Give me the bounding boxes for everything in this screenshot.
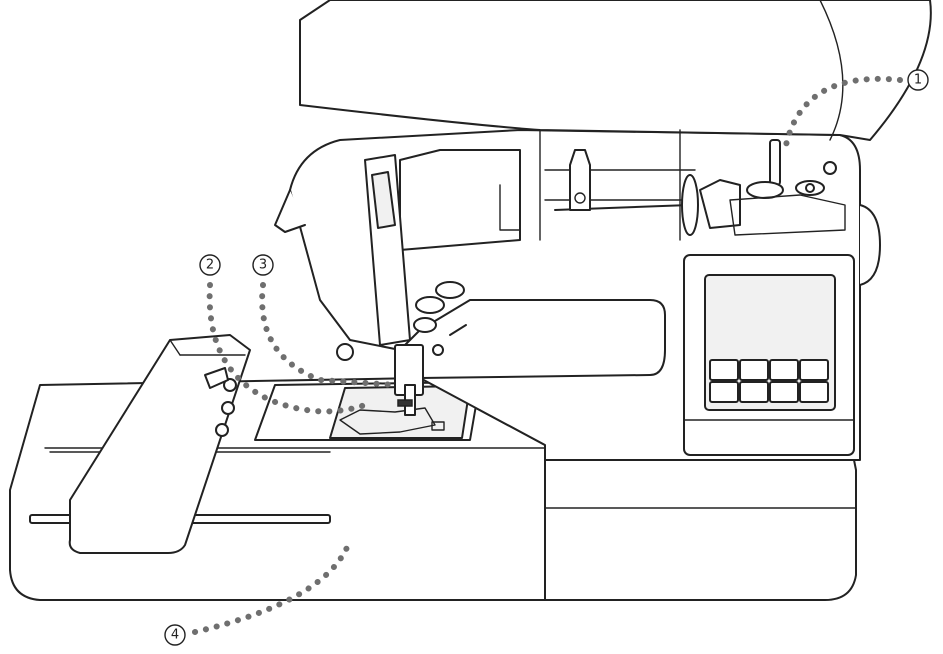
callout-3-label: 3	[259, 258, 267, 273]
lcd-panel	[683, 254, 855, 456]
callout-2-label: 2	[206, 258, 214, 273]
callout-3: 3	[252, 254, 274, 276]
callout-2: 2	[199, 254, 221, 276]
callout-4-label: 4	[171, 628, 179, 643]
leader-line-2	[206, 282, 368, 415]
leader-line-4	[192, 537, 353, 635]
leader-line-3	[259, 282, 398, 388]
head-front	[364, 154, 465, 346]
presser-foot	[336, 324, 467, 416]
callout-1-label: 1	[914, 73, 922, 88]
leader-lines	[192, 75, 903, 635]
callout-1: 1	[907, 69, 929, 91]
spool-pin	[729, 139, 846, 236]
thread-path	[399, 149, 741, 251]
leader-line-1	[782, 75, 903, 153]
top-cover	[299, 0, 932, 241]
callout-4: 4	[164, 624, 186, 646]
embroidery-arm	[68, 334, 251, 554]
